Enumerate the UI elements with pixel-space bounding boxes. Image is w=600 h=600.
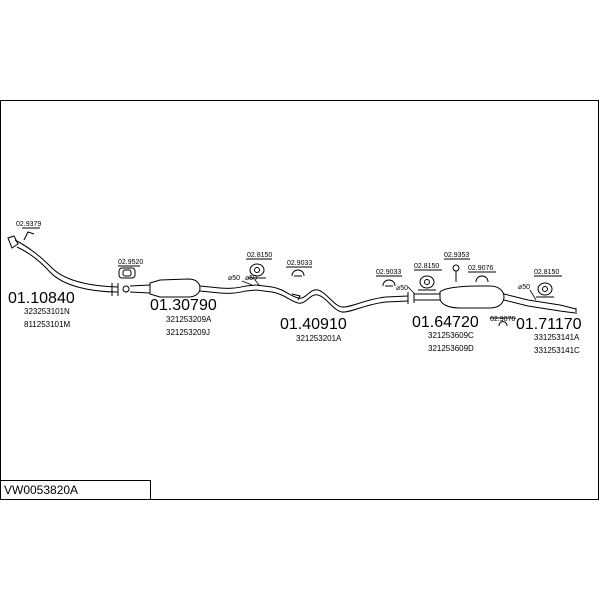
part-5-number: 01.71170	[516, 316, 582, 333]
fitting-f1-clamp-shape	[22, 227, 40, 241]
fitting-f2-label: 02.9520	[118, 259, 143, 266]
tail-pipe-shape	[503, 293, 577, 314]
rear-muffler-shape	[414, 285, 505, 309]
fitting-f5-clamp-shape	[376, 275, 402, 287]
middle-muffler-shape	[129, 278, 257, 298]
part-1-ref-2: 811253101M	[24, 320, 70, 329]
part-1-ref-1: 323253101N	[24, 307, 70, 316]
fitting-f10-label: 02.8150	[534, 269, 559, 276]
fitting-f10-hanger-shape	[534, 275, 562, 298]
part-5-ref-1: 331253141A	[534, 333, 580, 342]
part-4-ref-2: 321253609D	[428, 344, 474, 353]
fitting-f7-label: 02.9353	[444, 252, 469, 259]
diameter-d4-label: ⌀50	[518, 284, 530, 291]
fitting-f2-ring-shape	[118, 265, 140, 279]
diameter-d2-label: ⌀50	[245, 275, 257, 282]
part-4-number: 01.64720	[412, 314, 479, 331]
part-2-ref-1: 321253209A	[166, 315, 212, 324]
part-5-ref-2: 331253141C	[534, 346, 580, 355]
fitting-f8-clamp-shape	[468, 271, 496, 283]
part-3-number: 01.40910	[280, 316, 347, 333]
fitting-f3-label: 02.8150	[247, 252, 272, 259]
part-3-ref-1: 321253201A	[296, 334, 342, 343]
diameter-d1-label: ⌀50	[228, 275, 240, 282]
fitting-f6-hanger-shape	[414, 269, 442, 291]
fitting-f6-label: 02.8150	[414, 263, 439, 270]
part-2-number: 01.30790	[150, 297, 217, 314]
fitting-f3-hanger-shape	[246, 258, 272, 279]
center-pipe-shape	[255, 284, 415, 313]
fitting-f7-hanger-shape	[444, 258, 470, 282]
part-2-ref-2: 321253209J	[166, 328, 210, 337]
part-1-number: 01.10840	[8, 290, 75, 307]
front-pipe-shape	[7, 235, 130, 296]
kit-code: VW0053820A	[4, 483, 79, 497]
fitting-f4-clamp-shape	[286, 266, 312, 277]
fitting-f9-clamp-shape	[490, 317, 516, 327]
kit-code-box: VW0053820A	[0, 480, 151, 500]
diameter-d3-label: ⌀50	[396, 285, 408, 292]
fitting-f8-label: 02.9076	[468, 265, 493, 272]
fitting-f5-label: 02.9033	[376, 269, 401, 276]
fitting-f1-label: 02.9379	[16, 221, 41, 228]
fitting-f4-label: 02.9033	[287, 260, 312, 267]
part-4-ref-1: 321253609C	[428, 331, 474, 340]
fitting-f9-label: 02.9076	[490, 316, 515, 323]
